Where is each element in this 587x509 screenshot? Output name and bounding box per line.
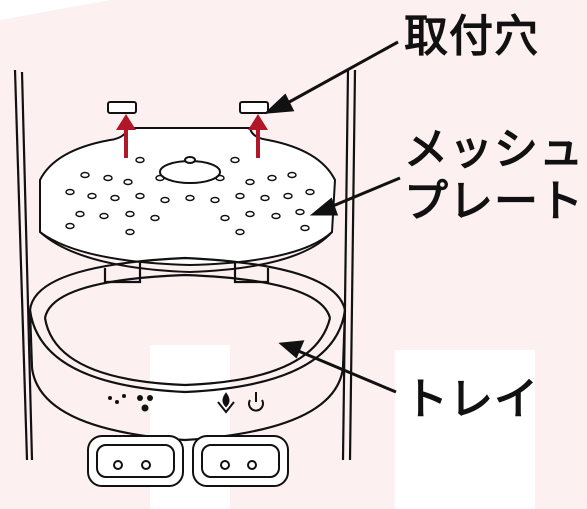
mounting-holes bbox=[107, 101, 269, 114]
mesh-holes bbox=[65, 156, 315, 236]
callout-arrows bbox=[263, 40, 401, 394]
red-arrows bbox=[116, 114, 268, 158]
water-drop-icon bbox=[217, 392, 235, 414]
power-icon bbox=[248, 392, 264, 412]
tray-label: トレイ bbox=[404, 374, 539, 425]
appliance-body bbox=[13, 69, 357, 461]
mounting-holes-label: 取付穴 bbox=[404, 11, 539, 62]
mesh-plate-label-line2: プレート bbox=[404, 176, 584, 227]
mesh-plate-label-line1: メッシュ bbox=[404, 124, 584, 175]
front-buttons bbox=[87, 435, 289, 487]
tray bbox=[28, 256, 347, 442]
mist-level-icon bbox=[108, 394, 153, 412]
